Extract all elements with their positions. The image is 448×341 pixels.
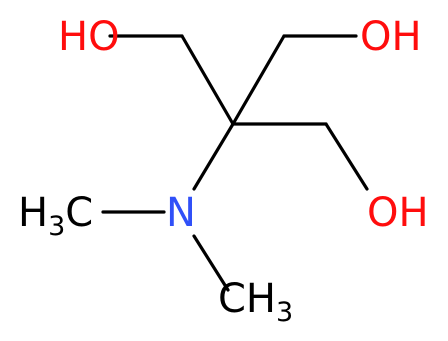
methyl-label-left: H3C: [18, 190, 93, 242]
methyl-bottom-ch: CH: [218, 276, 276, 322]
hydroxyl-label-top-left: HO: [58, 14, 120, 60]
nitrogen-label: N: [166, 190, 196, 236]
methyl-label-bottom: CH3: [218, 276, 293, 328]
methyl-left-c: C: [65, 190, 93, 236]
methyl-bottom-subscript: 3: [276, 297, 293, 328]
bond-ch2-right-oh: [324, 122, 369, 191]
methyl-left-subscript: 3: [48, 211, 65, 242]
bonds: [101, 34, 369, 292]
bond-nitrogen-methyl-bottom: [192, 234, 230, 292]
bond-center-nitrogen: [192, 122, 235, 191]
hydroxyl-label-top-right: OH: [360, 14, 422, 60]
hydroxyl-label-right: OH: [367, 190, 429, 236]
bond-center-ch2-top-right: [231, 34, 286, 126]
bond-ch2-left-center: [180, 34, 235, 126]
methyl-left-h: H: [18, 190, 48, 236]
